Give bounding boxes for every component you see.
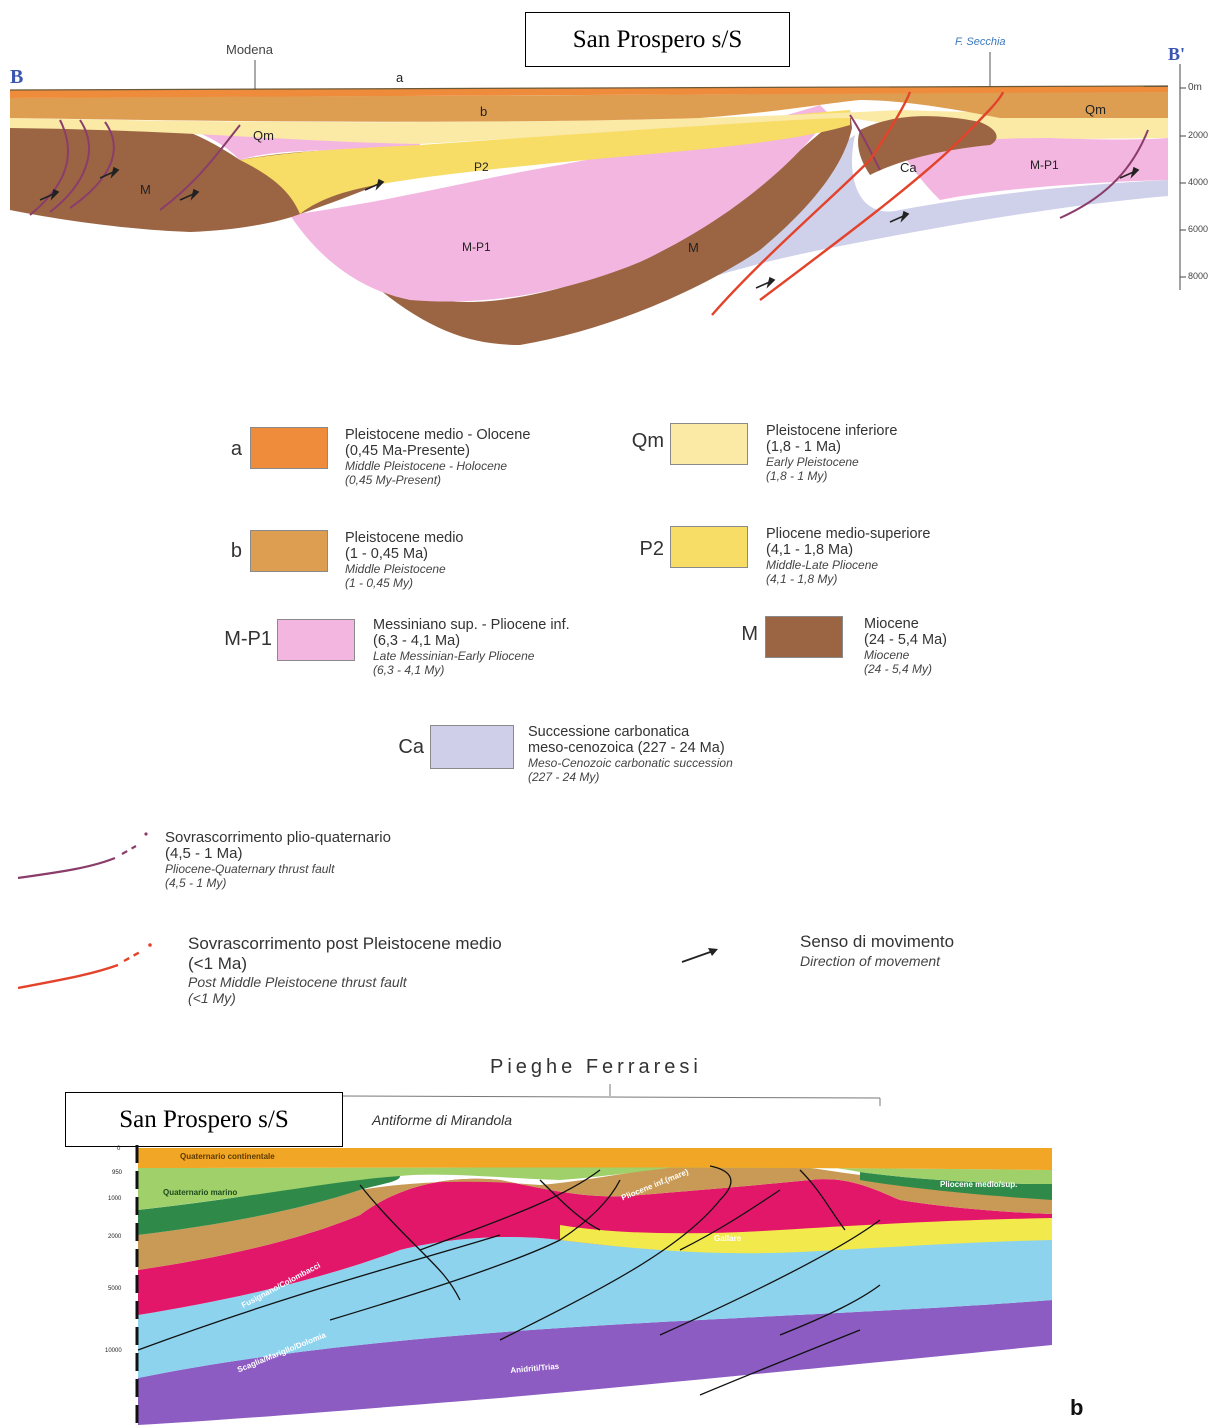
panel-letter-b: b — [1070, 1395, 1083, 1421]
label-quaternario-continentale: Quaternario continentale — [180, 1152, 275, 1161]
unit-quaternario-continentale — [138, 1148, 1052, 1170]
cross-section-pieghe-ferraresi — [0, 1140, 1220, 1428]
bottom-depth-1000: 1000 — [108, 1196, 121, 1202]
bottom-depth-0: 0 — [117, 1146, 120, 1152]
label-gallare: Gallare — [714, 1234, 741, 1243]
label-pliocene-medio: Pliocene medio/sup. — [940, 1180, 1017, 1189]
bottom-subtitle: Antiforme di Mirandola — [372, 1112, 512, 1128]
title-box-bottom: San Prospero s/S — [65, 1092, 343, 1147]
bottom-depth-950: 950 — [112, 1170, 122, 1176]
bottom-depth-2000: 2000 — [108, 1234, 121, 1240]
bottom-depth-scale — [115, 1145, 145, 1425]
bottom-depth-10000: 10000 — [105, 1348, 122, 1354]
bottom-depth-5000: 5000 — [108, 1286, 121, 1292]
label-quaternario-marino: Quaternario marino — [163, 1188, 237, 1197]
